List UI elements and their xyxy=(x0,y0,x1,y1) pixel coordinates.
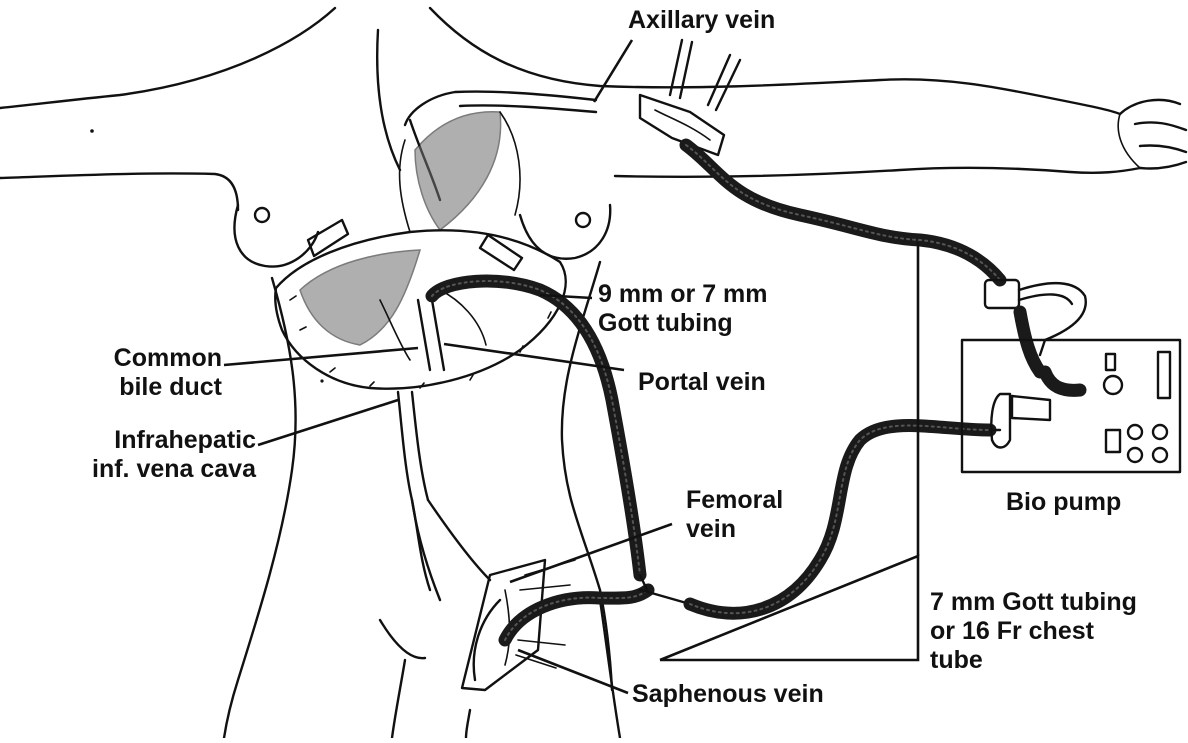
surgical-field xyxy=(275,112,565,389)
label-femoral-vein-line-1: Femoral xyxy=(686,486,783,515)
label-common-bile-duct-line-1: Common xyxy=(86,344,222,373)
label-chest-tube-line-1: 7 mm Gott tubing xyxy=(930,588,1137,617)
label-femoral-vein-line-2: vein xyxy=(686,515,783,544)
label-portal-vein: Portal vein xyxy=(638,368,766,397)
label-gott-tubing-line-2: Gott tubing xyxy=(598,309,768,338)
label-femoral-vein: Femoral vein xyxy=(686,486,783,544)
label-bio-pump: Bio pump xyxy=(1006,488,1121,517)
label-chest-tube-line-2: or 16 Fr chest xyxy=(930,617,1137,646)
label-chest-tube: 7 mm Gott tubing or 16 Fr chest tube xyxy=(930,588,1137,675)
label-axillary-vein: Axillary vein xyxy=(628,6,775,35)
label-common-bile-duct-line-2: bile duct xyxy=(86,373,222,402)
label-infrahepatic-ivc: Infrahepatic inf. vena cava xyxy=(50,426,256,484)
ivc-vessels xyxy=(398,392,490,600)
label-gott-tubing: 9 mm or 7 mm Gott tubing xyxy=(598,280,768,338)
label-infrahepatic-ivc-line-2: inf. vena cava xyxy=(50,455,256,484)
label-infrahepatic-ivc-line-1: Infrahepatic xyxy=(50,426,256,455)
label-gott-tubing-line-1: 9 mm or 7 mm xyxy=(598,280,768,309)
label-chest-tube-line-3: tube xyxy=(930,646,1137,675)
label-saphenous-vein: Saphenous vein xyxy=(632,680,824,709)
bio-pump-device xyxy=(962,340,1180,472)
label-common-bile-duct: Common bile duct xyxy=(86,344,222,402)
